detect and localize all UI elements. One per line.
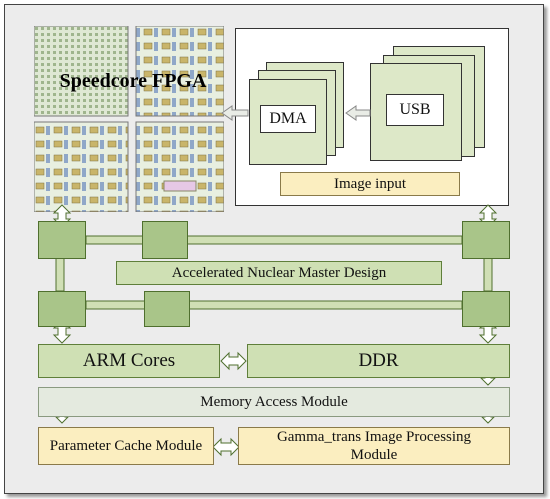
parameter-cache-module: Parameter Cache Module — [38, 427, 214, 465]
bus-node-bottom-right — [462, 291, 510, 327]
bus-node-top-left — [38, 221, 86, 259]
memory-access-module: Memory Access Module — [38, 387, 510, 417]
accel-design-label: Accelerated Nuclear Master Design — [116, 261, 442, 285]
image-input-label: Image input — [280, 172, 460, 196]
bus-node-bottom-mid — [144, 291, 190, 327]
arm-cores-block: ARM Cores — [38, 344, 220, 378]
bus-node-top-mid — [142, 221, 188, 259]
dma-label: DMA — [260, 105, 316, 133]
ddr-block: DDR — [247, 344, 510, 378]
usb-label: USB — [386, 94, 444, 126]
fpga-title: Speedcore FPGA — [59, 69, 207, 92]
fpga-chip-graphic — [34, 26, 224, 212]
gamma-trans-module: Gamma_trans Image Processing Module — [238, 427, 510, 465]
fpga-block — [34, 26, 224, 212]
bus-node-top-right — [462, 221, 510, 259]
bus-node-bottom-left — [38, 291, 86, 327]
